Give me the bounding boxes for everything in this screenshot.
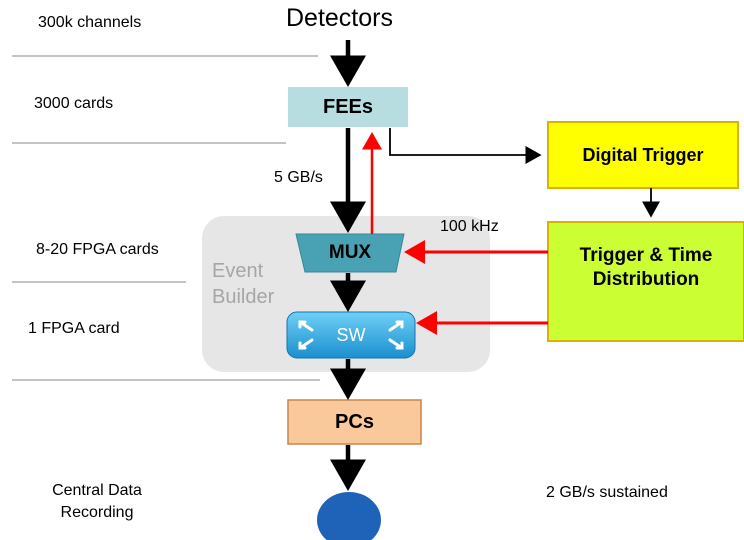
freq-annotation: 100 kHz bbox=[440, 218, 499, 235]
label-fpga-card: 1 FPGA card bbox=[28, 320, 120, 337]
switch-arrows-icon bbox=[298, 320, 404, 350]
event-builder-label: Event Builder bbox=[212, 258, 274, 310]
mux-box bbox=[295, 233, 405, 273]
fees-box bbox=[288, 87, 408, 127]
sw-label: SW bbox=[336, 324, 366, 345]
ttd-label-line2: Distribution bbox=[592, 268, 700, 290]
label-central-line1: Central Data bbox=[52, 482, 142, 499]
sw-box bbox=[286, 311, 416, 359]
arrow-fees-digital-trigger bbox=[389, 128, 542, 164]
digital-trigger-box bbox=[547, 121, 739, 189]
pcs-label: PCs bbox=[335, 410, 374, 433]
event-builder-line1: Event bbox=[212, 260, 264, 282]
detectors-title: Detectors bbox=[286, 4, 393, 32]
digital-trigger-label: Digital Trigger bbox=[582, 144, 704, 165]
ttd-label-line1: Trigger & Time bbox=[579, 244, 713, 266]
pcs-box bbox=[287, 399, 422, 445]
label-fpga-cards: 8-20 FPGA cards bbox=[36, 241, 159, 258]
ttd-box bbox=[547, 221, 744, 342]
storage-icon bbox=[317, 492, 381, 540]
rate-annotation: 5 GB/s bbox=[274, 169, 323, 186]
event-builder-line2: Builder bbox=[212, 286, 275, 308]
label-central-data-recording: Central Data Recording bbox=[28, 480, 166, 524]
sustained-annotation: 2 GB/s sustained bbox=[546, 484, 668, 501]
ttd-label: Trigger & Time Distribution bbox=[548, 208, 744, 327]
label-central-line2: Recording bbox=[60, 504, 134, 521]
label-cards: 3000 cards bbox=[34, 95, 114, 112]
mux-label: MUX bbox=[328, 242, 372, 263]
fees-label: FEEs bbox=[322, 95, 374, 118]
label-channels: 300k channels bbox=[38, 14, 142, 31]
